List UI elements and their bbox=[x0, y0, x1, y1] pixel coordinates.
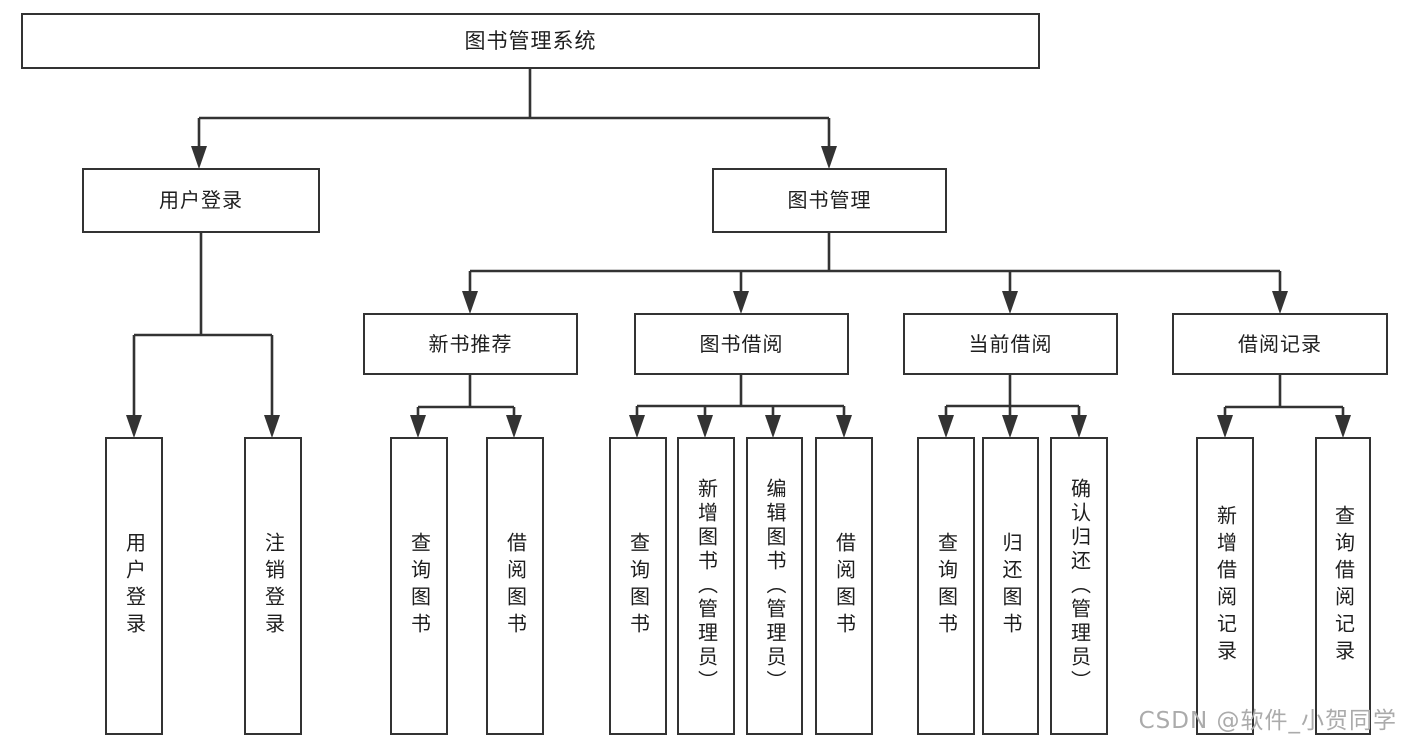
leaf-borrowing-borrow-books-label: 借阅图书 bbox=[832, 532, 857, 640]
node-user-login-module: 用户登录 bbox=[82, 168, 320, 233]
node-root-system-label: 图书管理系统 bbox=[464, 28, 597, 53]
leaf-newrec-borrow-books: 借阅图书 bbox=[486, 437, 544, 735]
leaf-return-books: 归还图书 bbox=[982, 437, 1039, 735]
leaf-current-query-books: 查询图书 bbox=[917, 437, 975, 735]
leaf-query-borrow-record-label: 查询借阅记录 bbox=[1331, 505, 1356, 667]
node-current-borrowing: 当前借阅 bbox=[903, 313, 1118, 375]
node-book-management-module-label: 图书管理 bbox=[787, 188, 872, 212]
leaf-newrec-borrow-books-label: 借阅图书 bbox=[503, 532, 528, 640]
leaf-borrowing-query-books-label: 查询图书 bbox=[626, 532, 651, 640]
leaf-logout: 注销登录 bbox=[244, 437, 302, 735]
connector-bookmgmt-to-level3 bbox=[462, 233, 1288, 314]
leaf-newrec-query-books-label: 查询图书 bbox=[407, 532, 432, 640]
node-book-borrowing: 图书借阅 bbox=[634, 313, 849, 375]
leaf-current-query-books-label: 查询图书 bbox=[934, 532, 959, 640]
node-new-book-recommend-label: 新书推荐 bbox=[428, 331, 513, 356]
connector-currentborrow-to-children bbox=[938, 375, 1087, 438]
node-user-login-module-label: 用户登录 bbox=[159, 188, 243, 212]
leaf-newrec-query-books: 查询图书 bbox=[390, 437, 448, 735]
leaf-add-borrow-record: 新增借阅记录 bbox=[1196, 437, 1254, 735]
connector-newbookrec-to-children bbox=[410, 375, 522, 438]
leaf-logout-label: 注销登录 bbox=[261, 532, 286, 640]
node-new-book-recommend: 新书推荐 bbox=[363, 313, 578, 375]
leaf-add-borrow-record-label: 新增借阅记录 bbox=[1213, 505, 1238, 667]
leaf-edit-books-admin: 编辑图书（管理员） bbox=[746, 437, 803, 735]
connector-userlogin-to-children bbox=[126, 233, 280, 438]
node-root-system: 图书管理系统 bbox=[21, 13, 1040, 69]
node-book-management-module: 图书管理 bbox=[712, 168, 947, 233]
leaf-add-books-admin: 新增图书（管理员） bbox=[677, 437, 735, 735]
connector-root-to-level2 bbox=[191, 69, 837, 169]
leaf-confirm-return-admin-label: 确认归还（管理员） bbox=[1067, 478, 1092, 694]
leaf-edit-books-admin-label: 编辑图书（管理员） bbox=[763, 478, 787, 694]
leaf-confirm-return-admin: 确认归还（管理员） bbox=[1050, 437, 1108, 735]
csdn-watermark: CSDN @软件_小贺同学 bbox=[1138, 708, 1397, 734]
node-book-borrowing-label: 图书借阅 bbox=[699, 331, 784, 356]
leaf-user-login: 用户登录 bbox=[105, 437, 163, 735]
node-borrow-records-label: 借阅记录 bbox=[1238, 331, 1322, 356]
leaf-borrowing-query-books: 查询图书 bbox=[609, 437, 667, 735]
leaf-borrowing-borrow-books: 借阅图书 bbox=[815, 437, 873, 735]
node-current-borrowing-label: 当前借阅 bbox=[968, 331, 1053, 356]
leaf-add-books-admin-label: 新增图书（管理员） bbox=[694, 478, 719, 694]
connector-bookborrow-to-children bbox=[629, 375, 852, 438]
leaf-user-login-label: 用户登录 bbox=[122, 532, 147, 640]
leaf-query-borrow-record: 查询借阅记录 bbox=[1315, 437, 1371, 735]
connector-borrowrecords-to-children bbox=[1217, 375, 1351, 438]
node-borrow-records: 借阅记录 bbox=[1172, 313, 1388, 375]
leaf-return-books-label: 归还图书 bbox=[999, 532, 1023, 640]
